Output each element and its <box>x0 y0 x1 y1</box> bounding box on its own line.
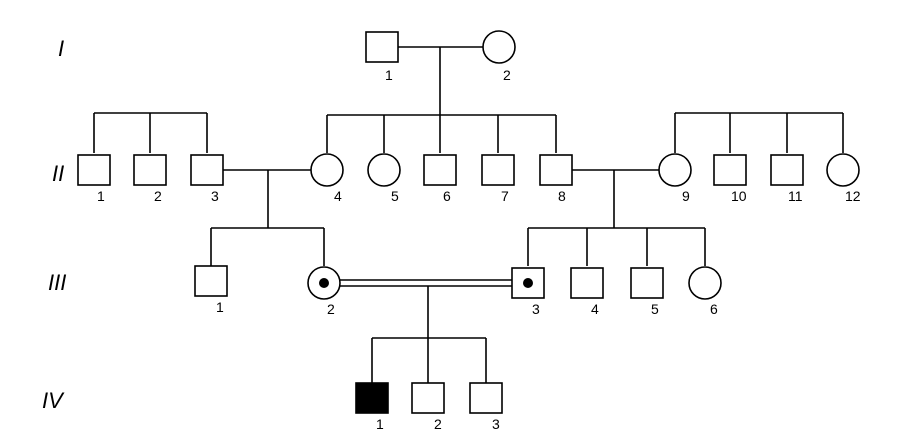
carrier-dot-III-3 <box>523 278 533 288</box>
individual-label-III-5: 5 <box>651 301 659 317</box>
individual-II-5-female <box>367 153 401 187</box>
generation-label-I: I <box>58 36 64 61</box>
individual-label-II-2: 2 <box>154 188 162 204</box>
individual-label-II-6: 6 <box>443 188 451 204</box>
individual-I-2-female <box>482 30 516 64</box>
generation-label-II: II <box>52 161 64 186</box>
pedigree-lines <box>93 46 844 383</box>
individual-IV-3-male <box>469 382 503 414</box>
pedigree-individuals: 1 2 1 2 3 4 5 6 7 8 9 10 11 12 <box>77 30 861 432</box>
individual-II-2-male <box>133 154 167 186</box>
individual-II-9-female <box>658 153 692 187</box>
individual-label-II-12: 12 <box>845 188 861 204</box>
individual-label-III-6: 6 <box>710 301 718 317</box>
individual-label-IV-2: 2 <box>434 416 442 432</box>
individual-I-1-male <box>365 31 399 63</box>
individual-label-II-11: 11 <box>788 188 803 204</box>
individual-II-1-male <box>77 154 111 186</box>
individual-label-II-7: 7 <box>501 188 509 204</box>
individual-label-III-4: 4 <box>591 301 599 317</box>
individual-label-IV-1: 1 <box>376 416 384 432</box>
individual-II-7-male <box>481 154 515 186</box>
individual-label-III-3: 3 <box>532 301 540 317</box>
individual-II-4-female <box>310 153 344 187</box>
individual-III-5-male <box>630 267 664 299</box>
individual-label-II-8: 8 <box>558 188 566 204</box>
individual-label-II-4: 4 <box>334 188 342 204</box>
individual-IV-1-male-affected <box>355 382 389 414</box>
individual-III-1-male <box>194 265 228 297</box>
individual-label-II-5: 5 <box>391 188 399 204</box>
generation-label-IV: IV <box>42 388 65 413</box>
individual-label-I-2: 2 <box>503 67 511 83</box>
individual-label-III-2: 2 <box>327 301 335 317</box>
individual-label-IV-3: 3 <box>492 416 500 432</box>
individual-label-I-1: 1 <box>385 67 393 83</box>
individual-IV-2-male <box>411 382 445 414</box>
individual-label-II-1: 1 <box>97 188 105 204</box>
individual-label-III-1: 1 <box>216 299 224 315</box>
carrier-dot-III-2 <box>319 278 329 288</box>
individual-II-6-male <box>423 154 457 186</box>
individual-II-11-male <box>770 154 804 186</box>
individual-III-4-male <box>570 267 604 299</box>
individual-label-II-10: 10 <box>731 188 747 204</box>
individual-II-10-male <box>713 154 747 186</box>
individual-III-6-female <box>688 266 722 300</box>
individual-II-12-female <box>826 153 860 187</box>
individual-label-II-3: 3 <box>211 188 219 204</box>
individual-II-3-male <box>190 154 224 186</box>
generation-label-III: III <box>48 270 66 295</box>
individual-II-8-male <box>539 154 573 186</box>
individual-label-II-9: 9 <box>682 188 690 204</box>
